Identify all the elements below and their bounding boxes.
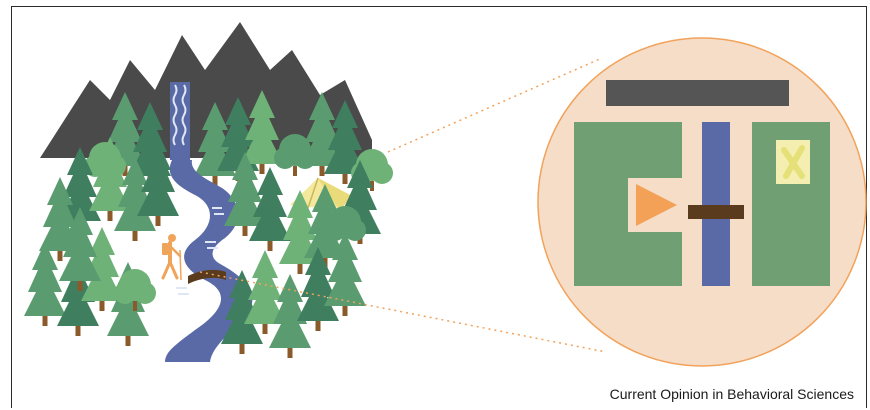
map-top-bar [606,80,789,106]
hiker-figure [162,234,181,280]
waterfall [170,82,190,160]
journal-credit: Current Opinion in Behavioral Sciences [610,386,854,402]
map-bridge [688,205,744,219]
map-river-strip [702,122,730,286]
magnified-map [538,38,866,366]
